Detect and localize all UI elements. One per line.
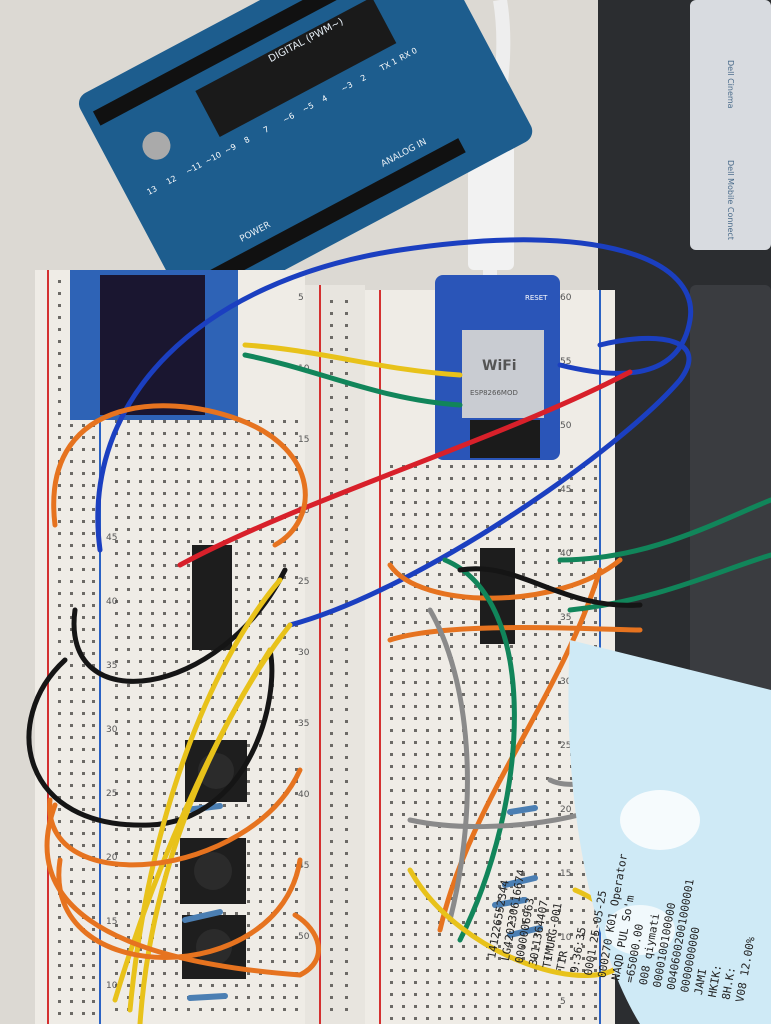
wire-orange-right-3 (437, 567, 603, 933)
receipt-text: 141226552344LG42023061667400000069633011… (485, 852, 758, 1003)
wire-orange-3 (56, 857, 303, 960)
row-number: 5 (298, 293, 304, 303)
wire-orange-2 (44, 802, 321, 978)
shortcut-dell-cinema: Dell Cinema (726, 60, 735, 109)
row-number: 20 (560, 805, 572, 815)
row-number: 35 (106, 661, 117, 671)
pin-label: 8 (243, 135, 252, 145)
power-rail-middle (305, 285, 365, 1024)
wire-blue-2 (287, 335, 692, 628)
row-number: 30 (560, 677, 572, 687)
laptop-trackpad (690, 285, 771, 705)
row-number: 35 (560, 613, 571, 623)
pin-label: 7 (262, 125, 271, 135)
esp-shield (462, 330, 544, 418)
pin-label: 4 (320, 94, 329, 104)
wire-orange-right-1 (387, 557, 623, 601)
wire-black-right (457, 566, 643, 608)
row-number: 50 (560, 421, 572, 431)
row-number: 25 (106, 789, 117, 799)
row-number: 40 (298, 790, 310, 800)
receipt-line: JAMI (692, 968, 709, 996)
wire-orange-4 (47, 767, 303, 868)
capacitor (142, 131, 171, 160)
pin-label: 2 (359, 73, 368, 83)
row-number: 40 (560, 549, 572, 559)
row-number: 10 (106, 981, 118, 991)
row-number: 60 (560, 293, 572, 303)
ic-chip-left (192, 545, 232, 650)
row-number: 25 (298, 577, 309, 587)
wire-green-top (242, 352, 463, 408)
atmega-chip (195, 0, 397, 137)
row-number: 10 (560, 933, 572, 943)
row-number: 15 (106, 917, 117, 927)
pin-label: 12 (165, 174, 178, 187)
arduino-board: DIGITAL (PWM~) ANALOG IN POWER 1312~11~1… (78, 0, 533, 316)
row-number: 5 (560, 997, 566, 1007)
analog-header (193, 138, 466, 294)
row-number: 45 (560, 485, 571, 495)
wire-blue-1 (95, 237, 694, 553)
row-number: 15 (298, 435, 309, 445)
wire-red (177, 369, 633, 568)
pin-label: 13 (145, 184, 158, 197)
receipt-line: 8H.K: (720, 966, 739, 1001)
laptop-screen-edge (690, 0, 771, 250)
wifi-label: WiFi (482, 358, 517, 374)
wire-green-2 (557, 497, 771, 563)
wire-gray-1 (427, 607, 470, 923)
row-number: 55 (560, 357, 571, 367)
wire-black-2 (26, 647, 275, 828)
laptop-shortcuts: Dell Cinema Dell Mobile Connect (726, 60, 735, 240)
esp-chip-label: ESP8266MOD (470, 389, 518, 397)
oled-screen (100, 275, 205, 415)
shortcut-dell-mobile-connect: Dell Mobile Connect (726, 160, 735, 240)
receipt-line: HKIK: (706, 963, 725, 998)
reset-label: RESET (525, 294, 548, 302)
row-number: 40 (106, 597, 118, 607)
row-number: 45 (298, 861, 309, 871)
row-number: 25 (560, 741, 571, 751)
wire-orange-right-2 (387, 625, 643, 643)
row-number: 30 (298, 648, 310, 658)
row-number: 45 (106, 533, 117, 543)
row-number: 15 (560, 869, 571, 879)
wire-yellow-top (242, 342, 463, 378)
wire-green-1 (442, 557, 517, 943)
row-number: 50 (298, 932, 310, 942)
row-number: 35 (298, 719, 309, 729)
wire-orange-oled (51, 403, 308, 548)
row-number: 20 (106, 853, 118, 863)
breadboard-numbers: 4540353025201510510152025303540455060555… (106, 293, 572, 1007)
receipt-line: TIR (554, 949, 570, 971)
jumper-wires (26, 237, 771, 1024)
digital-header (92, 0, 401, 126)
row-number: 30 (106, 725, 118, 735)
wire-yellow-3 (137, 647, 273, 1024)
